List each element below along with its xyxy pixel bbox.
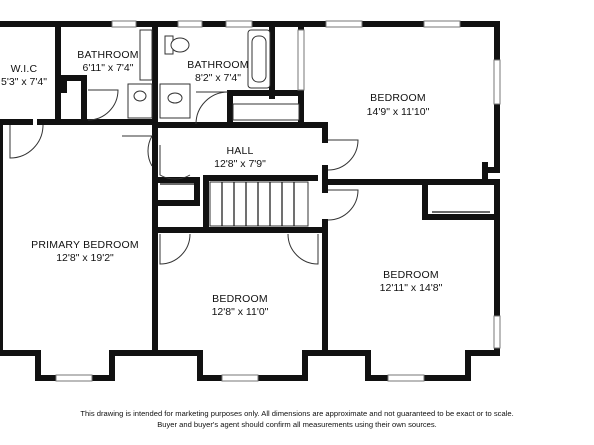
window	[55, 374, 93, 382]
window	[493, 59, 501, 105]
door-swing	[287, 233, 319, 265]
door-swing	[122, 135, 153, 167]
stair-block	[209, 181, 309, 227]
stairs	[209, 181, 309, 227]
door-swing	[327, 189, 359, 221]
disclaimer: This drawing is intended for marketing p…	[0, 408, 594, 430]
toilet	[170, 37, 190, 53]
room-labels: W.I.C 5'3" x 7'4" BATHROOM 6'11" x 7'4" …	[1, 49, 443, 318]
linen-shelf	[232, 103, 300, 121]
window	[423, 20, 461, 28]
room-dims-bedroom-bottom: 12'8" x 11'0"	[212, 306, 269, 318]
sink	[167, 92, 183, 104]
window	[493, 315, 501, 349]
room-dims-bathroom-1: 6'11" x 7'4"	[83, 62, 134, 74]
window	[111, 20, 137, 28]
room-name-primary-bedroom: PRIMARY BEDROOM	[31, 239, 139, 251]
bathtub-basin	[251, 35, 267, 83]
window	[177, 20, 203, 28]
room-dims-hall: 12'8" x 7'9"	[214, 158, 266, 170]
interior-walls	[0, 21, 496, 356]
door-swing	[159, 233, 191, 265]
window	[221, 374, 259, 382]
room-name-wic: W.I.C	[11, 63, 38, 75]
room-dims-bedroom-right: 12'11" x 14'8"	[380, 282, 443, 294]
door-swing	[159, 145, 191, 180]
door-swing	[195, 91, 229, 125]
room-dims-bathroom-2: 8'2" x 7'4"	[195, 72, 241, 84]
sink	[133, 90, 147, 102]
disclaimer-line-1: This drawing is intended for marketing p…	[80, 409, 514, 418]
shower	[139, 29, 153, 81]
windows	[55, 20, 501, 382]
room-name-bathroom-2: BATHROOM	[187, 59, 249, 71]
window	[325, 20, 363, 28]
room-name-bedroom-right: BEDROOM	[383, 269, 439, 281]
room-name-hall: HALL	[226, 145, 253, 157]
door-swing	[87, 89, 119, 121]
doors	[9, 89, 359, 265]
window	[297, 29, 305, 91]
door-swing	[9, 124, 44, 159]
room-dims-wic: 5'3" x 7'4"	[1, 76, 47, 88]
room-name-bedroom-top: BEDROOM	[370, 92, 426, 104]
room-dims-bedroom-top: 14'9" x 11'10"	[367, 106, 430, 118]
window	[225, 20, 253, 28]
fixtures	[127, 29, 490, 213]
room-dims-primary-bedroom: 12'8" x 19'2"	[56, 252, 114, 264]
window	[387, 374, 425, 382]
door-swing	[327, 139, 359, 171]
room-name-bathroom-1: BATHROOM	[77, 49, 139, 61]
room-name-bedroom-bottom: BEDROOM	[212, 293, 268, 305]
disclaimer-line-2: Buyer and buyer's agent should confirm a…	[157, 420, 437, 429]
